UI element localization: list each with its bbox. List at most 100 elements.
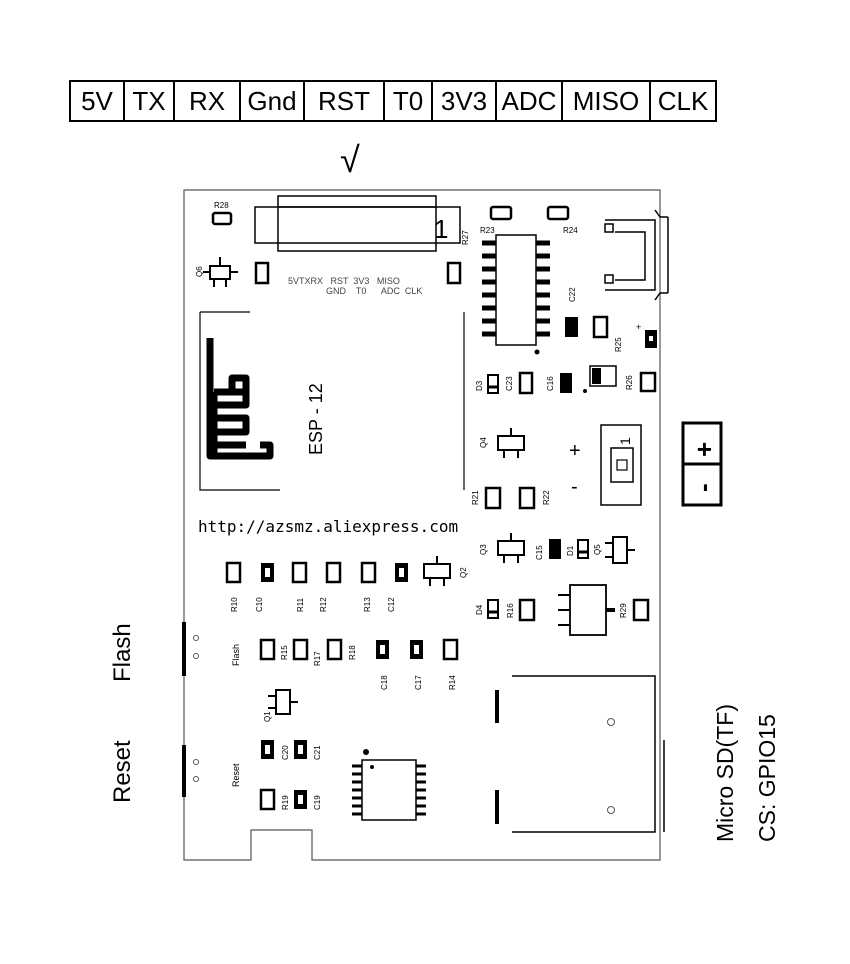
header-pin-gnd: Gnd [241,82,305,120]
jst-connector: 1 [600,424,642,506]
esp12-label: ESP - 12 [306,383,326,455]
ref-R28: R28 [214,201,229,210]
top-connector: 1 [254,195,461,252]
ic-soic16 [482,234,550,355]
ref-C23: C23 [505,376,514,391]
ref-D1: D1 [566,545,575,556]
board-reset-label: Reset [231,763,241,787]
part-Q6 [203,257,238,287]
ic-bottom [352,749,426,821]
part-C15 [549,539,561,559]
rst-arrow: √ [340,139,360,180]
part-R22 [518,486,536,510]
ref-R15: R15 [280,645,289,660]
regulator [558,584,615,636]
part-C16b [560,373,572,393]
ref-C22: C22 [568,287,577,302]
part-R25-plus: + [636,322,641,332]
right-top-connector [604,209,669,301]
part-Q2 [423,556,451,586]
flash-switch [182,622,199,676]
part-C16a [518,371,534,395]
part-R16 [518,598,536,622]
silk-row2: GND T0 ADC CLK [326,286,422,296]
ref-R19: R19 [281,795,290,810]
ref-R23: R23 [480,226,495,235]
part-C22b [592,315,609,339]
terminal-plus: + [689,442,719,457]
esp12-module: ESP - 12 [199,311,326,491]
pcb-minus: - [571,476,578,498]
reset-switch [182,745,199,797]
terminal-minus: - [688,483,718,492]
part-R23 [489,205,513,221]
ref-R22: R22 [542,490,551,505]
header-pin-tx: TX [125,82,175,120]
part-R24 [546,205,570,221]
resistor-row1 [225,561,408,584]
ref-R17: R17 [313,651,322,666]
part-R26-ic [583,365,617,393]
jst-pin1: 1 [617,437,633,445]
ref-R24: R24 [563,226,578,235]
ref-R21: R21 [471,490,480,505]
board-flash-label: Flash [231,644,241,666]
antenna-trace [206,338,274,460]
ref-C15: C15 [535,545,544,560]
ref-D4: D4 [475,604,484,615]
part-R29 [632,598,650,622]
part-R28 [211,211,233,226]
header-pin-adc: ADC [497,82,563,120]
header-pin-rx: RX [175,82,241,120]
ref-Q5: Q5 [593,544,602,555]
part-D1 [577,539,589,559]
header-pin-clk: CLK [657,85,709,116]
ref-C19: C19 [313,795,322,810]
part-Q4 [497,428,525,458]
header-pin-3v3: 3V3 [433,82,497,120]
header-pin-rst: RST [305,82,385,120]
reset-parts [259,740,307,811]
part-C22a [565,317,578,337]
part-D4 [487,599,499,619]
ref-C17: C17 [414,675,423,690]
ref-Q4: Q4 [479,437,488,448]
ref-R13: R13 [363,597,372,612]
part-Q3 [497,533,525,563]
microsd-slot [495,675,665,833]
ref-Q6: Q6 [195,266,204,277]
ref-C18: C18 [380,675,389,690]
ref-R27: R27 [461,230,470,245]
ref-Q3: Q3 [479,544,488,555]
ref-R26: R26 [625,375,634,390]
ref-C16: C16 [546,376,555,391]
ref-R14: R14 [448,675,457,690]
silk-row1: 5VTXRX RST 3V3 MISO [288,276,400,286]
url-label: http://azsmz.aliexpress.com [198,517,458,536]
part-near-header [446,261,462,285]
ref-R29: R29 [619,603,628,618]
ref-C20: C20 [281,745,290,760]
part-R25-mark [649,336,653,341]
ref-C21: C21 [313,745,322,760]
ref-R12: R12 [319,597,328,612]
reset-side-label: Reset [109,740,136,803]
header-pin-t0: T0 [385,82,433,120]
ref-Q2: Q2 [459,567,468,578]
part-R26 [639,371,657,393]
board-outline [183,189,661,861]
part-Q5 [605,536,635,564]
connector-pin1: 1 [434,214,448,244]
pcb-plus: + [569,440,581,462]
header-pin-5v: 5V [71,82,125,120]
ref-R16: R16 [506,603,515,618]
ref-R18: R18 [348,645,357,660]
part-D3 [487,374,499,394]
part-R21 [484,486,502,510]
ref-R25: R25 [614,337,623,352]
ref-C12: C12 [387,597,396,612]
ref-R10: R10 [230,597,239,612]
power-terminal: + - [681,421,723,507]
